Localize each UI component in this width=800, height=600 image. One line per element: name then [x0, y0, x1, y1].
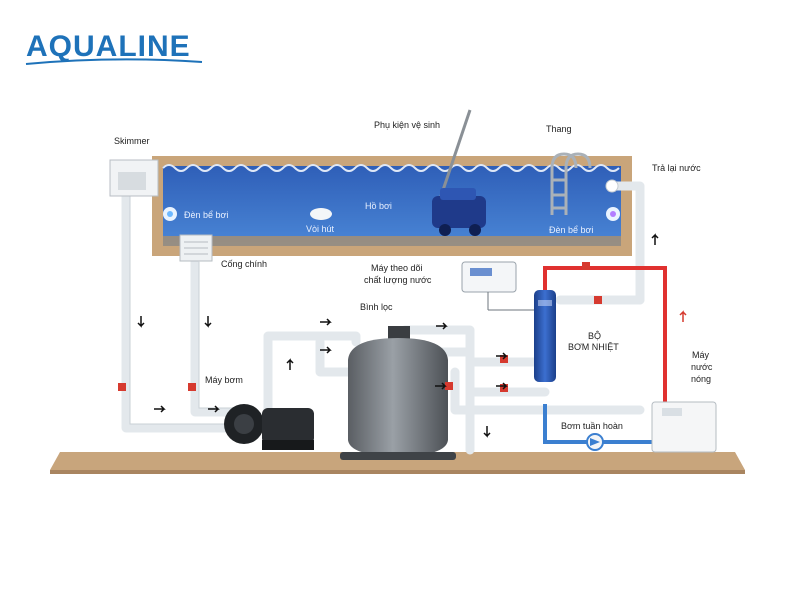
pump — [224, 404, 314, 450]
label-monitor-line1: Máy theo dõi — [371, 263, 423, 273]
brand-logo: AQUALINE — [26, 30, 191, 63]
label-heat-pump-line2: BƠM NHIỆT — [568, 342, 619, 352]
hot-water-line — [543, 266, 667, 408]
circulation-pump — [586, 433, 604, 451]
label-skimmer: Skimmer — [114, 136, 150, 146]
label-suction: Vòi hút — [306, 224, 335, 234]
sand-filter — [340, 326, 456, 460]
label-circulation-pump: Bơm tuần hoàn — [561, 421, 623, 431]
ladder — [550, 152, 592, 215]
ground — [50, 452, 745, 474]
pipes — [121, 181, 645, 455]
logo-swoosh-icon — [25, 58, 203, 65]
label-heater-line3: nóng — [691, 374, 712, 384]
label-pool-light-left: Đèn bể bơi — [184, 210, 229, 220]
label-pump: Máy bơm — [205, 375, 243, 385]
return-inlet — [605, 179, 619, 193]
suction-fitting — [310, 208, 332, 220]
pool-light-left — [163, 207, 177, 221]
pool — [152, 156, 632, 256]
water-quality-monitor — [461, 261, 540, 311]
label-heat-pump-line1: BỘ — [588, 331, 602, 341]
main-drain — [179, 234, 213, 262]
heat-pump-unit — [534, 290, 556, 382]
label-pool-light-right: Đèn bể bơi — [549, 225, 594, 235]
label-monitor-line2: chất lượng nước — [364, 275, 432, 285]
label-heater-line1: Máy — [692, 350, 710, 360]
label-main-drain: Cống chính — [221, 259, 268, 269]
label-pool: Hồ bơi — [365, 201, 392, 211]
cold-water-line — [543, 404, 656, 444]
label-return: Trả lại nước — [652, 163, 701, 173]
pool-cleaner — [432, 109, 486, 236]
pipe-edges — [129, 190, 238, 425]
label-heater-line2: nước — [691, 362, 713, 372]
label-cleaning-accessories: Phụ kiện vệ sinh — [374, 120, 441, 130]
water-heater — [651, 401, 717, 453]
pool-light-right — [606, 207, 620, 221]
flow-arrows — [137, 233, 687, 438]
skimmer — [109, 159, 159, 197]
label-filter: Bình lọc — [360, 302, 393, 312]
label-ladder: Thang — [546, 124, 572, 134]
